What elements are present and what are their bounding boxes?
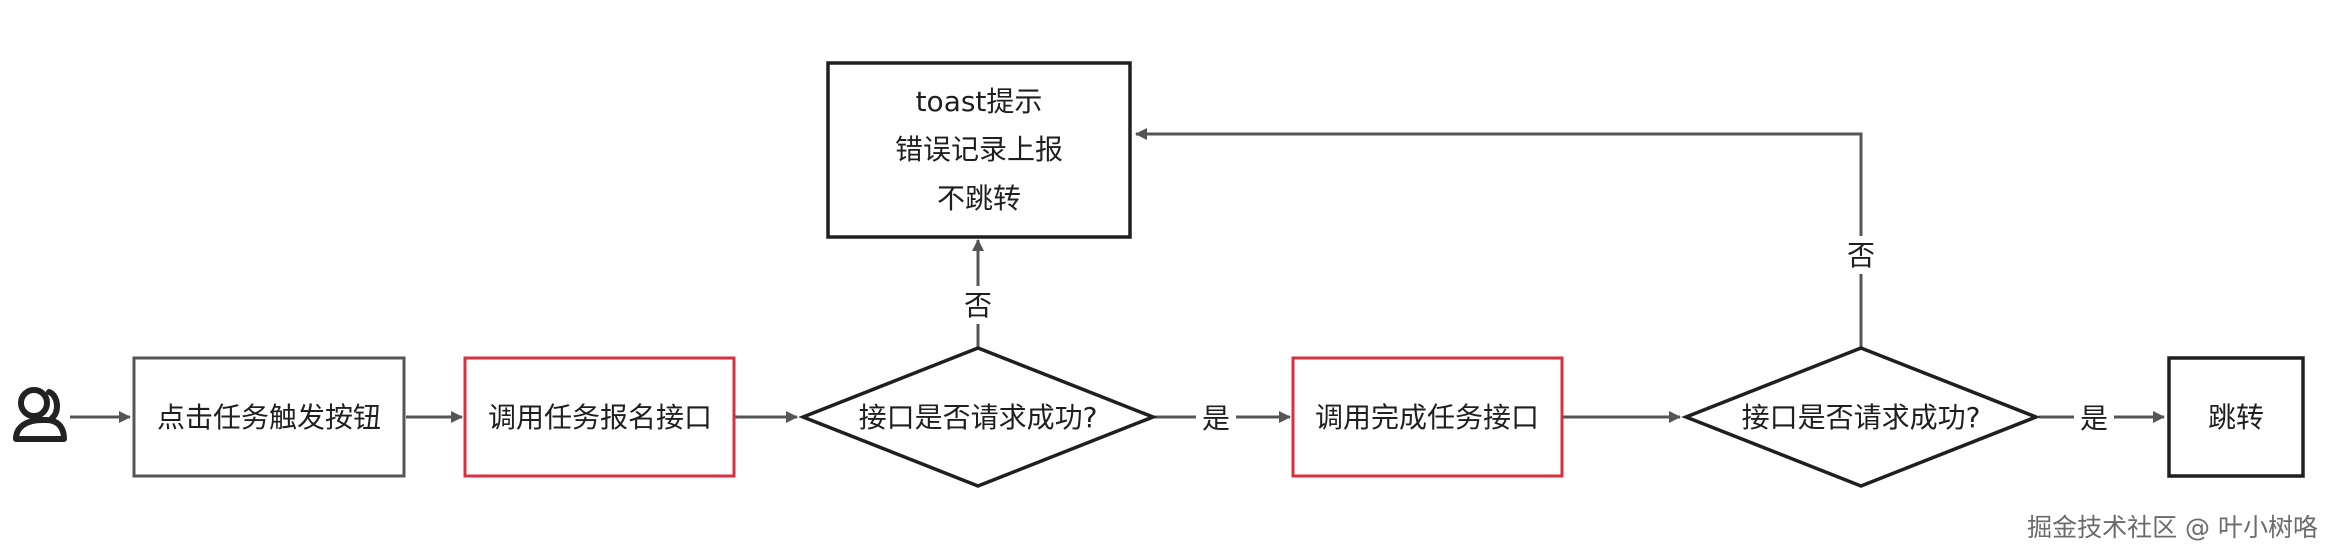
edge-label-no-1: 否 bbox=[964, 289, 992, 322]
node-jump-label: 跳转 bbox=[2208, 401, 2264, 434]
node-error-box: toast提示 错误记录上报 不跳转 bbox=[826, 61, 1132, 239]
edge-label-bg bbox=[1196, 398, 1236, 436]
node-error-box-line-3: 不跳转 bbox=[937, 182, 1021, 215]
user-icon bbox=[13, 387, 67, 442]
node-click-task: 点击任务触发按钮 bbox=[132, 356, 406, 478]
edge-label-yes-1: 是 bbox=[1202, 402, 1230, 435]
edge-label-bg bbox=[2074, 398, 2114, 436]
edge-decision2-no bbox=[1135, 128, 1863, 348]
node-error-box-line-1: toast提示 bbox=[916, 85, 1043, 118]
node-decision-1-label: 接口是否请求成功? bbox=[859, 401, 1098, 434]
node-click-task-label: 点击任务触发按钮 bbox=[157, 401, 381, 434]
edge-label-bg bbox=[958, 286, 998, 324]
node-call-signup-api: 调用任务报名接口 bbox=[463, 356, 736, 478]
node-decision-2-label: 接口是否请求成功? bbox=[1742, 401, 1981, 434]
edge-label-no-2: 否 bbox=[1847, 239, 1875, 272]
node-error-box-line-2: 错误记录上报 bbox=[895, 133, 1063, 166]
edge-label-yes-2: 是 bbox=[2080, 402, 2108, 435]
node-jump: 跳转 bbox=[2167, 356, 2305, 478]
node-call-complete-api-label: 调用完成任务接口 bbox=[1315, 401, 1539, 434]
watermark-text: 掘金技术社区 @ 叶小树咯 bbox=[2027, 513, 2318, 542]
node-decision-2: 接口是否请求成功? bbox=[1681, 346, 2041, 488]
node-call-signup-api-label: 调用任务报名接口 bbox=[488, 401, 712, 434]
node-decision-1: 接口是否请求成功? bbox=[798, 346, 1158, 488]
node-call-complete-api: 调用完成任务接口 bbox=[1291, 356, 1564, 478]
edge-label-bg bbox=[1841, 236, 1881, 274]
